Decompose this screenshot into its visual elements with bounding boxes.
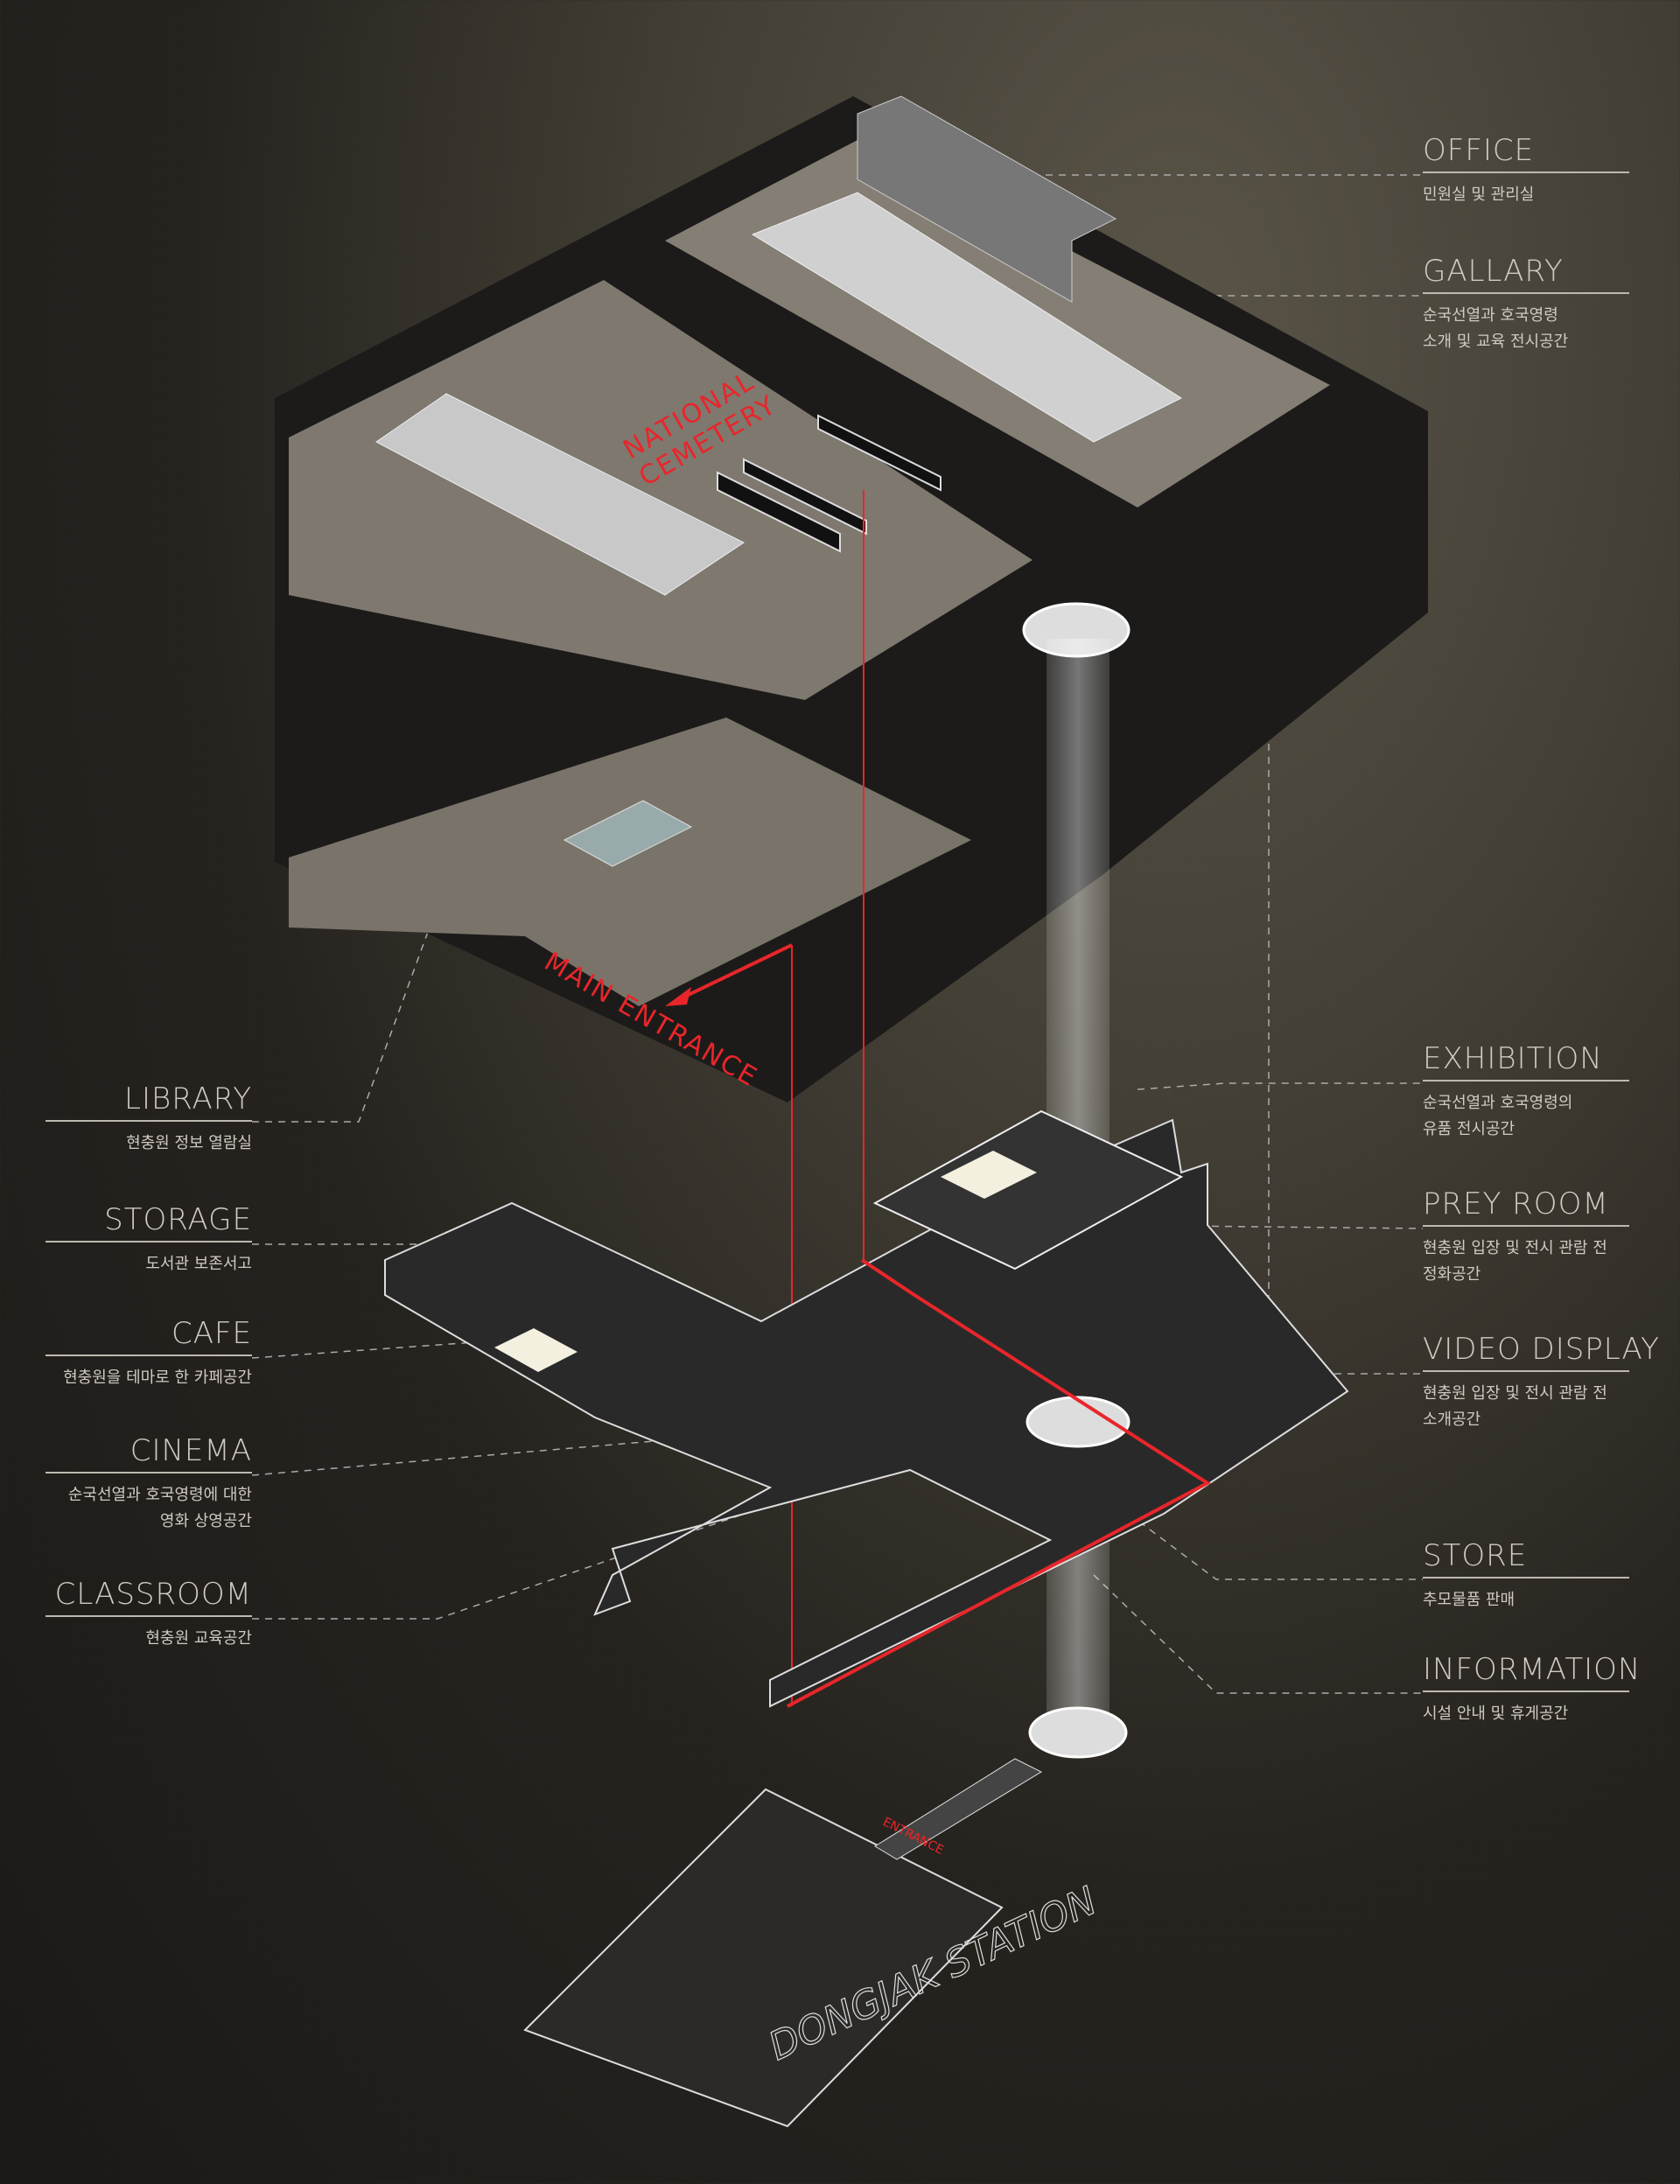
label-title: GALLARY [1423,254,1564,289]
label-desc: 순국선열과 호국영령의 [1423,1094,1573,1112]
label-storage: STORAGE 도서관 보존서고 [46,1202,252,1278]
middle-floor [384,1118,1349,1708]
label-cinema: CINEMA 순국선열과 호국영령에 대한 영화 상영공간 [46,1433,252,1535]
divider [1423,1370,1629,1372]
label-exhibition: EXHIBITION 순국선열과 호국영령의 유품 전시공간 [1423,1041,1629,1143]
divider [1423,1080,1629,1082]
divider [1423,1690,1629,1692]
label-desc: 현충원 입장 및 전시 관람 전 [1423,1384,1607,1403]
lower-plaza [289,718,971,1006]
divider [46,1615,252,1617]
label-title: CINEMA [130,1433,252,1468]
label-title: INFORMATION [1423,1652,1642,1687]
label-desc: 추모물품 판매 [1423,1591,1516,1609]
label-title: STORAGE [104,1202,252,1237]
exhibition-block [872,1110,1184,1270]
label-desc: 유품 전시공간 [1423,1120,1516,1138]
label-library: LIBRARY 현충원 정보 열람실 [46,1082,252,1157]
label-desc: 현충원 정보 열람실 [126,1134,252,1152]
label-title: CLASSROOM [54,1577,252,1612]
label-desc: 정화공간 [1423,1265,1481,1284]
label-desc: 순국선열과 호국영령에 대한 [67,1486,252,1504]
label-title: OFFICE [1423,133,1535,168]
cafe-light [494,1328,578,1372]
label-cafe: CAFE 현충원을 테마로 한 카페공간 [46,1316,252,1391]
station-stair [874,1758,1043,1860]
red-route [787,1258,1211,1708]
label-desc: 도서관 보존서고 [145,1255,252,1273]
entrance-arrow [673,943,793,1004]
label-desc: 현충원을 테마로 한 카페공간 [63,1368,252,1387]
divider [46,1354,252,1356]
label-title: PREY ROOM [1423,1186,1609,1222]
label-desc: 현충원 입장 및 전시 관람 전 [1423,1239,1607,1257]
label-office: OFFICE 민원실 및 관리실 [1423,133,1629,208]
exhibition-light [941,1151,1037,1199]
label-title: STORE [1423,1538,1528,1573]
library-roof [375,393,745,596]
site-plan-level: NATIONAL CEMETERY MAIN ENTRANCE [275,95,1428,1102]
divider [46,1120,252,1122]
label-desc: 소개공간 [1423,1410,1481,1429]
label-desc: 소개 및 교육 전시공간 [1423,332,1569,351]
label-title: VIDEO DISPLAY [1423,1332,1660,1367]
label-classroom: CLASSROOM 현충원 교육공간 [46,1577,252,1652]
divider [46,1241,252,1242]
memorial-walls [717,414,942,553]
label-store: STORE 추모물품 판매 [1423,1538,1629,1614]
video-display-ring [1026,1396,1130,1448]
label-title: LIBRARY [124,1082,252,1116]
office-tower [857,95,1117,303]
label-desc: 시설 안내 및 휴게공간 [1423,1704,1569,1723]
label-desc: 영화 상영공간 [159,1512,252,1530]
label-prey-room: PREY ROOM 현충원 입장 및 전시 관람 전 정화공간 [1423,1186,1629,1288]
label-gallary: GALLARY 순국선열과 호국영령 소개 및 교육 전시공간 [1423,254,1629,355]
divider [1423,1225,1629,1227]
label-desc: 현충원 교육공간 [145,1629,252,1648]
label-title: CAFE [171,1316,252,1351]
divider [1423,292,1629,294]
station-floor [523,1788,1004,2128]
label-information: INFORMATION 시설 안내 및 휴게공간 [1423,1652,1642,1727]
label-video-display: VIDEO DISPLAY 현충원 입장 및 전시 관람 전 소개공간 [1423,1332,1680,1433]
station-oculus [1028,1706,1128,1759]
label-desc: 순국선열과 호국영령 [1423,306,1558,325]
underground-level [384,1110,1349,1759]
station-level: ENTRANCE DONGJAK STATION [523,1758,1104,2128]
gallery-roof [751,192,1183,443]
shelter-roof [563,800,693,867]
divider [1423,172,1629,173]
label-title: EXHIBITION [1423,1041,1603,1076]
cemetery-block [289,280,1032,700]
label-desc: 민원실 및 관리실 [1423,186,1535,204]
divider [46,1472,252,1474]
divider [1423,1577,1629,1578]
